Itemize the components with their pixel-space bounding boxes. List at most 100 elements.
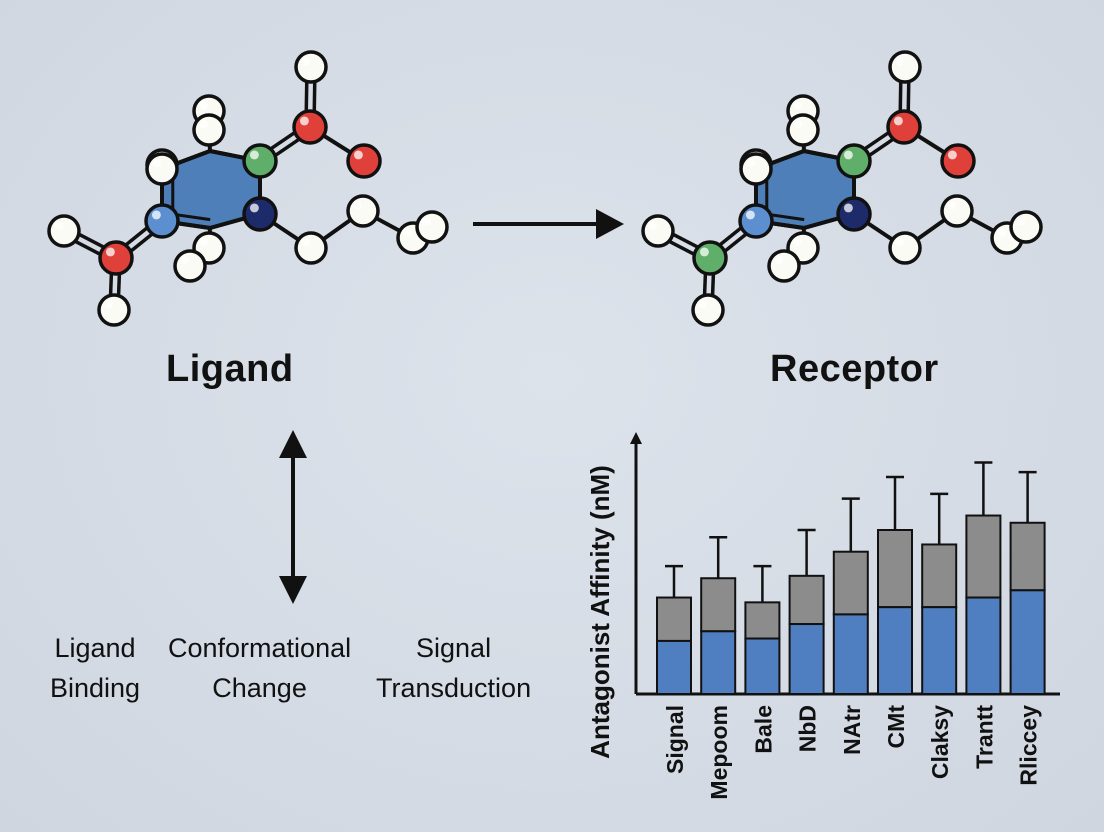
- atom-highlight: [1016, 217, 1025, 226]
- oxygen-atom: [292, 109, 328, 145]
- nitrogen-atom: [144, 203, 180, 239]
- green-atom: [242, 143, 278, 179]
- atom-highlight: [54, 221, 63, 230]
- receptor-molecule: [641, 50, 1043, 327]
- atom-highlight: [422, 217, 431, 226]
- atom-highlight: [301, 57, 310, 66]
- hydrogen-atom: [47, 214, 81, 248]
- oxygen-atom: [98, 240, 134, 276]
- atom-highlight: [353, 150, 363, 160]
- nitrogen-atom: [836, 196, 872, 232]
- bar-segment-top: [921, 543, 958, 609]
- bar-segment-base: [788, 623, 825, 696]
- atom-highlight: [745, 210, 755, 220]
- step-line: Signal: [416, 633, 492, 663]
- x-tick-label: NAtr: [839, 705, 865, 755]
- x-tick-label: Claksy: [927, 705, 953, 779]
- bar-segment-base: [877, 606, 913, 695]
- hydrogen-atom: [888, 50, 922, 84]
- atom-highlight: [403, 228, 412, 237]
- atom-highlight: [893, 116, 903, 126]
- x-tick-label: Trantt: [971, 705, 997, 769]
- atom-highlight: [301, 238, 310, 247]
- bar-segment-top: [832, 550, 869, 616]
- step-line: Change: [212, 673, 307, 703]
- hydrogen-atom: [691, 293, 725, 327]
- bar-segment-top: [656, 596, 692, 642]
- step-signal-transduction: Signal Transduction: [376, 628, 531, 708]
- green-atom: [692, 240, 728, 276]
- nitrogen-atom: [242, 196, 278, 232]
- atom-highlight: [152, 159, 161, 168]
- x-tick-label: Bale: [750, 705, 776, 754]
- bar-segment-top: [700, 577, 737, 633]
- atom-highlight: [180, 256, 189, 265]
- atom-highlight: [199, 101, 208, 110]
- affinity-bar-chart: Antagonist Affinity (nM) Signal Mepoom Bale…: [585, 432, 1060, 800]
- hydrogen-atom: [786, 113, 820, 147]
- atom-highlight: [249, 203, 259, 213]
- bar-segment-top: [1009, 521, 1046, 592]
- oxygen-atom: [886, 109, 922, 145]
- transition-arrow: [473, 209, 624, 239]
- x-tick-label: Rliccey: [1016, 705, 1042, 786]
- receptor-title: Receptor: [770, 348, 939, 390]
- step-conformational-change: Conformational Change: [168, 628, 351, 708]
- bar-segment-top: [788, 574, 825, 626]
- atom-highlight: [895, 57, 904, 66]
- step-line: Conformational: [168, 633, 352, 663]
- y-axis-arrow: [630, 432, 642, 444]
- hydrogen-atom: [145, 152, 179, 186]
- bar-segment-top: [744, 601, 781, 640]
- atom-highlight: [299, 116, 309, 126]
- step-ligand-binding: Ligand Binding: [50, 628, 140, 708]
- bar-segment-top: [965, 514, 1002, 599]
- ligand-title: Ligand: [166, 348, 294, 390]
- x-tick-label: CMt: [883, 705, 909, 749]
- x-tick-label: Mepoom: [706, 705, 732, 800]
- atom-highlight: [199, 120, 208, 129]
- oxygen-atom: [346, 143, 382, 179]
- atom-highlight: [353, 201, 362, 210]
- atom-highlight: [793, 120, 802, 129]
- double-arrow: [279, 430, 307, 604]
- atom-highlight: [698, 300, 707, 309]
- step-line: Ligand: [54, 633, 136, 663]
- atom-highlight: [105, 247, 115, 257]
- atom-highlight: [104, 300, 113, 309]
- hydrogen-atom: [173, 249, 207, 283]
- bar-segment-base: [744, 637, 781, 696]
- oxygen-atom: [940, 143, 976, 179]
- bar-segment-base: [965, 596, 1002, 696]
- atom-highlight: [843, 203, 853, 213]
- x-tick-label: Signal: [662, 705, 688, 774]
- hydrogen-atom: [346, 194, 380, 228]
- step-line: Binding: [50, 673, 141, 703]
- atom-highlight: [793, 101, 802, 110]
- hydrogen-atom: [192, 113, 226, 147]
- atom-highlight: [947, 150, 957, 160]
- hydrogen-atom: [415, 210, 449, 244]
- bar-segment-base: [921, 606, 958, 695]
- hydrogen-atom: [97, 293, 131, 327]
- atom-highlight: [793, 238, 802, 247]
- atom-highlight: [843, 150, 853, 160]
- atom-highlight: [699, 247, 709, 257]
- hydrogen-atom: [888, 231, 922, 265]
- hydrogen-atom: [940, 194, 974, 228]
- atom-highlight: [997, 228, 1006, 237]
- atom-highlight: [947, 201, 956, 210]
- bar-segment-base: [1009, 589, 1046, 696]
- y-axis-label: Antagonist Affinity (nM): [585, 465, 615, 759]
- hydrogen-atom: [641, 214, 675, 248]
- x-tick-label: NbD: [795, 705, 821, 752]
- ligand-molecule: [47, 50, 449, 327]
- atom-highlight: [249, 150, 259, 160]
- atom-highlight: [199, 238, 208, 247]
- atom-highlight: [895, 238, 904, 247]
- step-line: Transduction: [376, 673, 532, 703]
- green-atom: [836, 143, 872, 179]
- atom-highlight: [151, 210, 161, 220]
